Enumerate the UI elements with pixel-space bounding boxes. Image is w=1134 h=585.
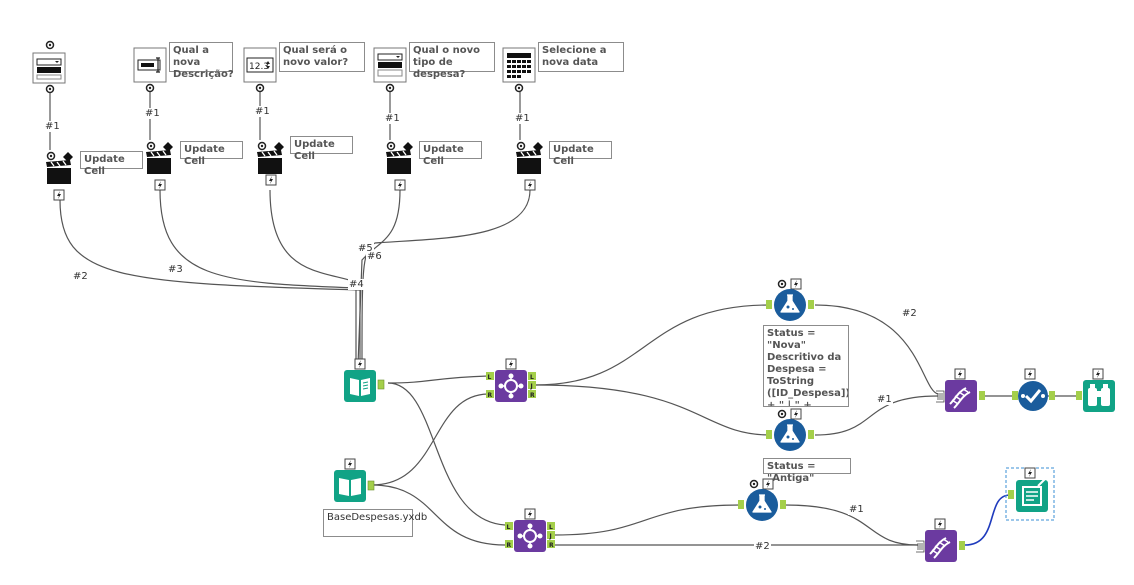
connection-label: #1 [44,121,61,132]
connection-label: #3 [167,264,184,275]
connection-label: #1 [384,113,401,124]
date-interface-tool[interactable] [502,47,536,93]
dynamic-input-tool[interactable] [344,358,385,402]
connection-line[interactable] [784,504,919,546]
value-question-annotation: Qual será o novo valor? [279,42,365,72]
svg-text:J: J [530,383,533,390]
connection-line[interactable] [371,393,489,486]
connection-line[interactable] [534,384,771,436]
svg-text:L: L [488,374,492,381]
numeric-updown-interface-tool[interactable]: 12.3 [243,47,277,93]
connection-label: #2 [901,308,918,319]
selected-connection-line[interactable] [964,494,1011,546]
input-file-annotation: BaseDespesas.yxdb [323,509,427,537]
update-cell-annotation: Update Cell [180,141,243,167]
description-question-annotation: Qual a nova Descrição? [169,42,234,80]
connection-line[interactable] [387,375,489,384]
connection-label: #2 [72,271,89,282]
date-question-annotation: Selecione a nova data [538,42,624,72]
connection-label: #2 [754,541,771,552]
svg-text:L: L [549,524,553,531]
formula-nova-annotation: Status = "Nova" Descritivo da Despesa = … [763,325,849,407]
formula-tool[interactable] [766,408,814,451]
connection-label: #1 [514,113,531,124]
input-data-tool[interactable] [334,458,375,502]
report-output-tool[interactable] [1005,467,1055,521]
connection-label: #4 [348,279,365,290]
connection-label: #1 [848,504,865,515]
svg-text:R: R [507,542,512,549]
union-tool[interactable] [936,368,985,412]
connection-label: #1 [144,108,161,119]
action-tool[interactable] [516,141,543,191]
connection-line[interactable] [814,395,939,436]
update-cell-annotation: Update Cell [80,151,143,177]
update-cell-annotation: Update Cell [290,136,353,162]
textbox-interface-tool[interactable] [133,47,167,93]
formula-tool[interactable] [766,278,814,321]
join-tool[interactable]: L R L J R [486,358,536,402]
dropdown-interface-tool[interactable] [32,40,66,94]
connection-label: #6 [366,251,383,262]
connection-label: #1 [254,106,271,117]
type-question-annotation: Qual o novo tipo de despesa? [409,42,495,80]
formula-tool[interactable] [738,478,786,521]
numeric-value: 12.3 [249,62,269,72]
svg-text:R: R [488,392,493,399]
action-tool[interactable] [146,141,173,191]
connection-line[interactable] [159,189,359,289]
test-tool[interactable] [1012,368,1055,411]
connection-label: #5 [357,243,374,254]
connection-line[interactable] [357,189,401,366]
svg-text:J: J [549,533,552,540]
union-tool[interactable] [916,518,965,562]
connection-line[interactable] [814,304,939,395]
connection-line[interactable] [554,504,741,536]
svg-text:L: L [530,374,534,381]
action-tool[interactable] [46,151,73,201]
connection-label: #1 [876,394,893,405]
connection-line[interactable] [387,382,506,526]
browse-tool[interactable] [1076,368,1115,412]
action-tool[interactable] [257,141,284,186]
connection-line[interactable] [269,189,357,365]
connections [49,92,1078,546]
update-cell-annotation: Update Cell [549,141,612,167]
action-tool[interactable] [386,141,413,191]
connection-line[interactable] [361,189,531,366]
connection-line[interactable] [534,304,771,386]
update-cell-annotation: Update Cell [419,141,482,167]
connection-line[interactable] [59,199,361,365]
formula-antiga-annotation: Status = "Antiga" [763,458,851,484]
svg-text:L: L [507,524,511,531]
svg-text:R: R [530,392,535,399]
connection-line[interactable] [371,484,506,546]
join-tool[interactable]: L R L J R [505,508,555,552]
dropdown-interface-tool[interactable] [373,47,407,93]
svg-text:R: R [549,542,554,549]
